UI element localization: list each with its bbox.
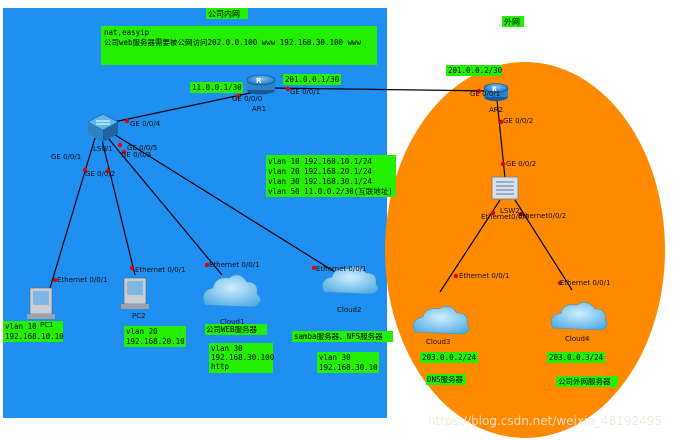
cloud4-title: 公司外网服务器 — [558, 376, 611, 386]
switch-lsw1[interactable] — [87, 113, 119, 142]
pc1-line1: vlan 10 — [5, 322, 37, 331]
ar2-ip: 201.0.0.2/30 — [448, 66, 503, 75]
cloud4-ip: 203.0.0.3/24 — [549, 353, 604, 362]
switch-lsw2[interactable] — [491, 176, 519, 200]
cloud3-ip: 203.0.0.2/24 — [422, 353, 477, 362]
link-lsw1-cloud1 — [107, 137, 223, 276]
port-lsw2-eth1: Ethernet0/0/1 — [481, 213, 529, 221]
vlan-note-bg — [266, 155, 396, 197]
cloud3-ip-bg — [420, 352, 478, 363]
link-ar1-ar2 — [269, 87, 496, 92]
pc1-note-bg — [3, 321, 63, 342]
port-lsw1-ge004: GE 0/0/4 — [130, 120, 161, 128]
pc2-label: PC2 — [132, 312, 146, 320]
cloud1-icon[interactable] — [202, 274, 261, 308]
nat-note-line1: nat,easyip — [104, 28, 150, 37]
cloud1-note-bg — [209, 343, 273, 373]
internal-title: 公司内网 — [208, 9, 240, 19]
vlan-line1: vlan 10 192.168.10.1/24 — [268, 157, 372, 166]
links — [49, 87, 573, 293]
lsw2-label: LSW2 — [500, 207, 520, 215]
vlan-line3: vlan 30 192.168.30.1/24 — [268, 177, 372, 186]
external-title-bg — [502, 16, 524, 27]
ar2-label: AR2 — [489, 106, 503, 114]
watermark: https://blog.csdn.net/weixin_48192495 — [428, 414, 662, 428]
link-lsw1-pc1 — [49, 137, 96, 289]
vlan-line2: vlan 20 192.168.20.1/24 — [268, 167, 372, 176]
pc1-label: PC1 — [40, 321, 54, 329]
cloud3-label: Cloud3 — [426, 338, 450, 346]
port-lsw1-ge001: GE 0/0/1 — [51, 153, 81, 161]
pc2-icon[interactable] — [121, 277, 149, 309]
port-cloud2-eth: Ethernet 0/0/1 — [316, 265, 366, 273]
port-lsw1-ge005: GE 0/0/5 — [127, 144, 157, 152]
vlan-line4: vlan 50 11.0.0.2/30(互联地址) — [268, 186, 393, 196]
pc2-note-bg — [124, 326, 186, 347]
cloud3-title: DNS服务器 — [427, 374, 464, 384]
lsw1-label: LSW1 — [93, 145, 113, 153]
router-ar1[interactable]: R — [246, 74, 276, 95]
cloud3-title-bg — [426, 374, 466, 385]
pc2-line1: vlan 20 — [126, 327, 158, 336]
port-cloud3-eth: Ethernet 0/0/1 — [459, 272, 509, 280]
nat-note-bg — [101, 26, 377, 65]
port-cloud4-eth: Ethernet 0/0/1 — [560, 279, 610, 287]
cloud2-label: Cloud2 — [337, 306, 361, 314]
cloud1-label: Cloud1 — [220, 318, 244, 326]
link-lsw1-pc2 — [101, 139, 136, 276]
cloud2-line1: vlan 30 — [319, 353, 351, 362]
pc1-line2: 192.168.10.10 — [5, 332, 64, 341]
svg-text:R: R — [256, 77, 262, 85]
cloud2-title: samba服务器、NFS服务器 — [294, 331, 383, 341]
cloud2-icon[interactable] — [321, 265, 379, 295]
cloud2-note-bg — [317, 352, 379, 373]
cloud3-icon[interactable] — [412, 305, 470, 335]
port-ar2-ge002: GE 0/0/2 — [503, 117, 533, 125]
cloud2-line2: 192.168.30.10 — [319, 363, 378, 372]
cloud1-title-bg — [205, 324, 267, 335]
cloud1-line3: http — [211, 362, 230, 371]
external-title: 外网 — [504, 17, 520, 27]
ar2-ip-bg — [446, 65, 502, 76]
pc1-icon[interactable] — [27, 287, 55, 319]
port-cloud1-eth: Ethernet 0/0/1 — [209, 261, 259, 269]
port-lsw1-ge002: GE 0/0/2 — [85, 170, 115, 178]
cloud1-title: 公司WEB服务器 — [206, 324, 258, 334]
port-dots — [52, 86, 563, 286]
link-lsw2-cloud4 — [514, 199, 573, 291]
cloud4-ip-bg — [547, 352, 605, 363]
ar1-outside-ip-bg — [283, 74, 341, 85]
ar1-inside-ip-bg — [190, 82, 243, 93]
cloud4-title-bg — [556, 376, 618, 387]
link-lsw2-cloud3 — [439, 199, 501, 293]
svg-text:R: R — [492, 86, 497, 93]
cloud4-label: Cloud4 — [565, 335, 590, 343]
nat-note-line2: 公司web服务器需要被公网访问202.0.0.100 www 192.168.3… — [104, 37, 362, 47]
router-ar2[interactable]: R — [483, 83, 509, 102]
port-lsw2-eth2: Ethernet0/0/2 — [518, 212, 566, 220]
cloud1-line1: vlan 30 — [211, 344, 243, 353]
internal-title-bg — [206, 8, 248, 19]
cloud1-line2: 192.168.30.100 — [211, 353, 275, 362]
cloud2-title-bg — [292, 331, 393, 342]
port-pc1-eth: Ethernet 0/0/1 — [57, 276, 107, 284]
ar1-label: AR1 — [252, 105, 266, 113]
link-lsw1-cloud2 — [111, 132, 336, 273]
cloud4-icon[interactable] — [550, 301, 608, 331]
port-ar1-ge000: GE 0/0/0 — [232, 95, 262, 103]
pc2-line2: 192.168.20.10 — [126, 337, 185, 346]
port-ar2-ge001: GE 0/0/1 — [470, 90, 500, 98]
ar1-outside-ip: 201.0.0.1/30 — [285, 75, 340, 84]
external-network-zone — [385, 62, 665, 438]
port-ar1-ge001: GE 0/0/1 — [290, 88, 320, 96]
port-lsw2-ge002: GE 0/0/2 — [506, 160, 536, 168]
ar1-inside-ip: 11.0.0.1/30 — [192, 83, 242, 92]
port-lsw1-ge003: GE 0/0/3 — [121, 151, 151, 159]
port-pc2-eth: Ethernet 0/0/1 — [135, 266, 185, 274]
